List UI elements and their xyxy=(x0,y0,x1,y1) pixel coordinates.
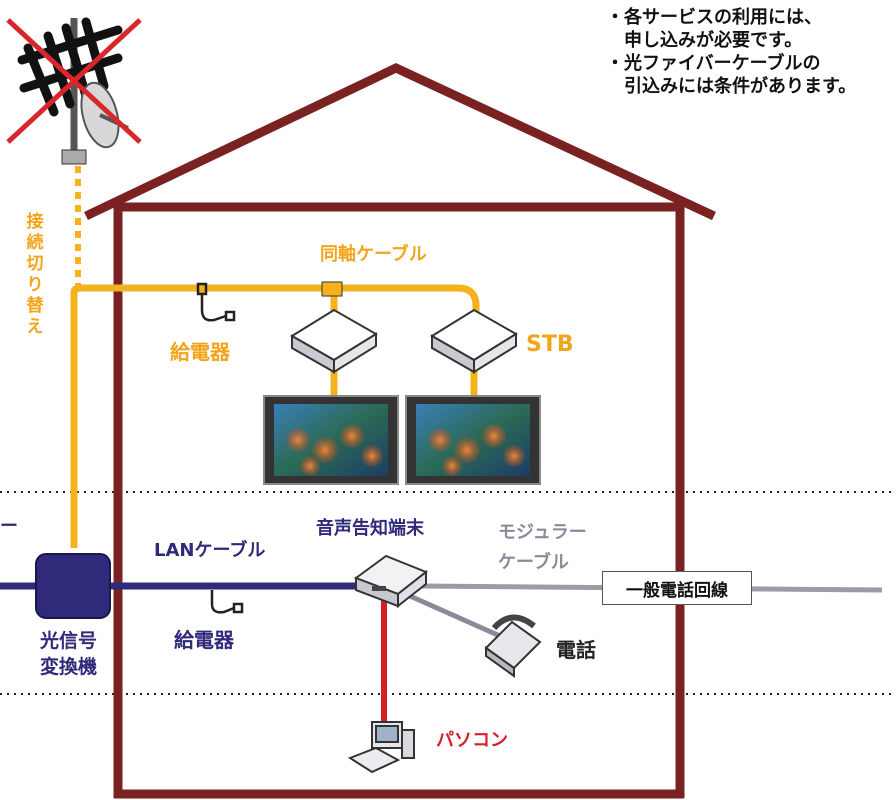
stb-label: STB xyxy=(526,332,574,357)
converter-icon xyxy=(35,553,111,619)
converter-label-1: 光信号 xyxy=(40,630,98,652)
telephone-icon xyxy=(484,614,542,678)
tv-icon-left xyxy=(263,395,399,485)
converter-label-2: 変換機 xyxy=(40,656,98,678)
switch-over-label: 接続切り替え xyxy=(26,212,44,337)
pc-label: パソコン xyxy=(436,730,508,751)
stb-icon-left xyxy=(290,308,378,374)
fiber-cut-label: バー xyxy=(0,516,18,537)
note-2-line-2: 引込みには条件があります。 xyxy=(624,76,857,97)
house-outline xyxy=(84,63,716,799)
power-supply-top-label: 給電器 xyxy=(170,340,230,364)
coax-cable-main xyxy=(70,284,480,548)
coax-splitter xyxy=(321,281,343,297)
phone-cable xyxy=(408,593,502,639)
power-supply-lan-icon xyxy=(210,590,244,614)
power-supply-icon xyxy=(196,282,236,322)
note-2-line-1: ・光ファイバーケーブルの xyxy=(606,53,821,74)
general-phone-line-box: 一般電話回線 xyxy=(602,571,752,605)
power-supply-bottom-label: 給電器 xyxy=(174,628,234,652)
note-1-line-2: 申し込みが必要です。 xyxy=(624,30,803,51)
modular-cable-label-1: モジュラー xyxy=(498,522,587,543)
terminal-icon xyxy=(353,554,428,609)
no-antenna-cross-icon xyxy=(6,18,142,144)
stb-icon-right xyxy=(430,308,518,374)
tv-icon-right xyxy=(405,395,541,485)
note-1-line-1: ・各サービスの利用には、 xyxy=(606,7,822,28)
coax-cable-label: 同軸ケーブル xyxy=(320,244,427,265)
modular-cable-label-2: ケーブル xyxy=(498,552,569,573)
pc-icon xyxy=(347,721,415,774)
telephone-label: 電話 xyxy=(556,638,596,662)
lan-cable-label: LANケーブル xyxy=(154,540,266,561)
service-notes: ・各サービスの利用には、 申し込みが必要です。 ・光ファイバーケーブルの 引込み… xyxy=(606,6,856,98)
voice-terminal-label: 音声告知端末 xyxy=(316,518,424,539)
